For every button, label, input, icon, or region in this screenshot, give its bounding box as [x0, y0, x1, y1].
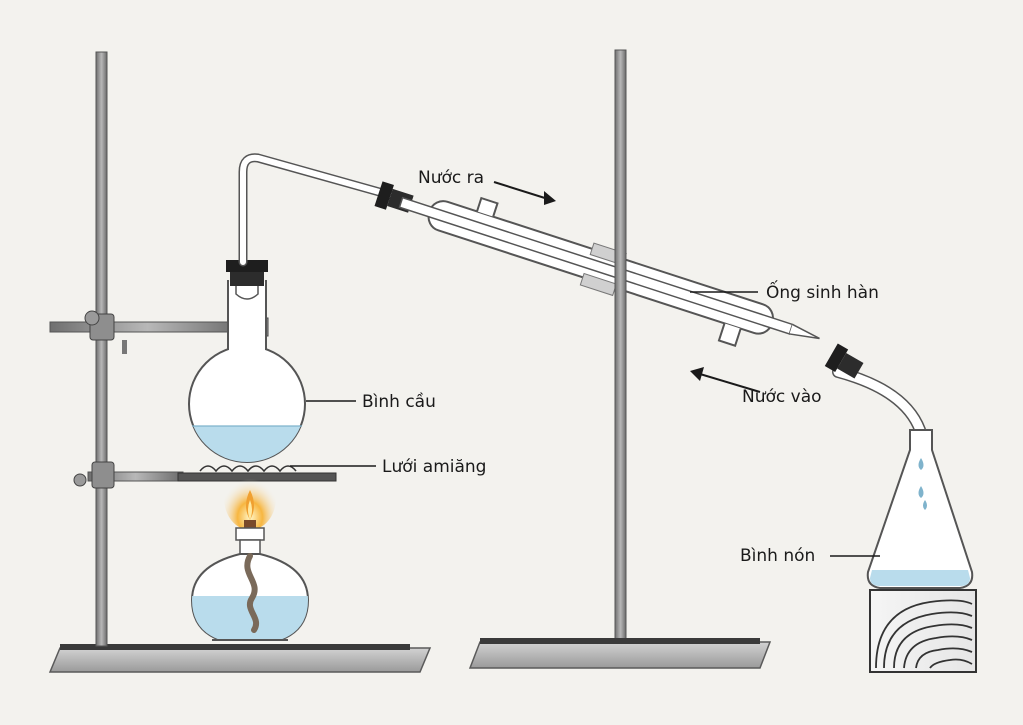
lamp-neck: [239, 539, 261, 555]
water-out-arrow: [493, 181, 549, 200]
label-asbestos-mesh: Lưới amiăng: [382, 457, 486, 477]
wick: [244, 553, 259, 633]
drop-2: [918, 486, 924, 498]
mesh-support-boss: [91, 461, 115, 489]
right-stand-rod: [614, 49, 627, 641]
left-stand-rod: [95, 51, 108, 647]
condenser-inlet-stopper: [374, 181, 414, 213]
adapter-outline: [832, 366, 926, 436]
adapter-stopper: [824, 343, 864, 379]
flask-clamp-arm: [49, 321, 246, 333]
conical-flask: [866, 429, 974, 589]
annotation-lines: [290, 181, 880, 557]
label-condenser: Ống sinh hàn: [766, 279, 879, 303]
round-bottom-flask: [188, 260, 306, 463]
water-in-arrow: [699, 373, 761, 393]
water-out-spigot: [476, 196, 499, 217]
wood-grain: [875, 599, 973, 669]
water-out-arrowhead: [544, 191, 556, 205]
drop-3: [923, 500, 927, 510]
flask-stopper-top: [226, 260, 268, 272]
alcohol-lamp: [190, 466, 310, 641]
flask-liquid: [189, 426, 305, 462]
left-stand-base-top: [60, 644, 410, 650]
wooden-block: [869, 589, 977, 673]
left-stand-base: [48, 647, 432, 673]
flask-clamp-handle: [122, 340, 127, 354]
wick-top: [244, 520, 256, 530]
conical-flask-liquid: [870, 570, 970, 586]
condenser-tip: [789, 323, 820, 340]
vapour-tube: [240, 154, 393, 265]
left-stand: [48, 51, 432, 673]
right-stand-base-top: [480, 638, 760, 644]
mesh-support-clamp: [73, 461, 184, 489]
conical-flask-body: [866, 429, 974, 589]
water-in-spigot: [717, 323, 742, 348]
condenser-inner-tube: [398, 196, 794, 335]
right-stand-base: [468, 641, 772, 669]
flask-stopper: [230, 272, 264, 286]
label-round-flask: Bình cầu: [362, 391, 436, 412]
mesh-support-screw: [73, 473, 87, 487]
lamp-cap: [235, 527, 265, 541]
flame-core: [248, 500, 252, 520]
label-water-out: Nước ra: [418, 168, 484, 188]
flask-clamp-screw: [84, 310, 100, 326]
drop-1: [918, 458, 924, 470]
flask-neck: [227, 280, 267, 350]
condenser-assembly: [238, 153, 926, 436]
label-water-in: Nước vào: [742, 387, 822, 407]
thermometer-bulb-holder: [235, 286, 259, 300]
label-conical-flask: Bình nón: [740, 546, 815, 566]
right-stand: [468, 49, 772, 669]
water-in-arrowhead: [690, 367, 704, 381]
